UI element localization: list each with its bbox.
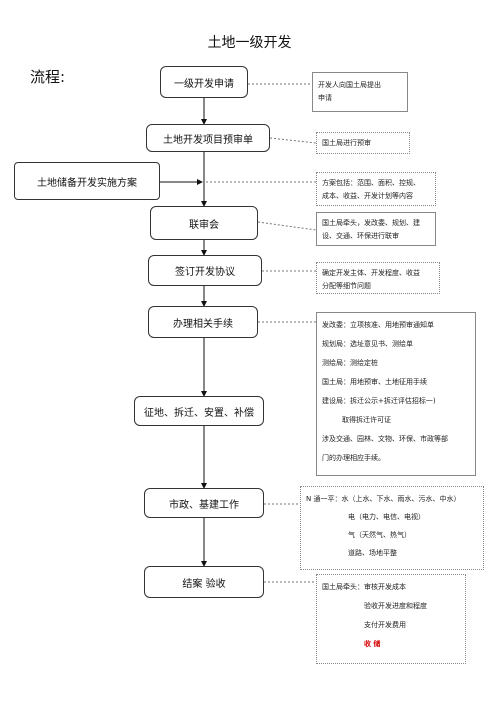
note-accept-line-4: 收 储 [364, 640, 381, 648]
step-pre-review: 土地开发项目预审单 [146, 124, 270, 152]
step-apply: 一级开发申请 [160, 66, 248, 98]
note-muni-line-3: 气（天然气、热气） [348, 531, 411, 539]
note-procedures: 发改委：立项核准、用地预审通知单 规划局：选址意见书、测绘单 测绘局：测绘定桩 … [316, 312, 476, 476]
step-acceptance: 结案 验收 [144, 566, 264, 598]
note-agreement: 确定开发主体、开发程度、收益 分配等细节问题 [316, 262, 440, 294]
note-proc-line-8: 门的办理相应手续。 [322, 454, 385, 462]
note-proc-line-1: 发改委：立项核准、用地预审通知单 [322, 321, 434, 329]
note-apply-line-2: 申请 [318, 94, 332, 102]
note-proc-line-5: 建设局：拆迁公示+拆迁评估招标一) [322, 397, 436, 405]
step-expropriation: 征地、拆迁、安置、补偿 [134, 396, 264, 426]
note-joint-line-1: 国土局牵头，发改委、规划、建 [322, 219, 420, 227]
note-plan-line-1: 方案包括：范围、面积、控规、 [322, 179, 420, 187]
note-plan-line-2: 成本、收益、开发计划等内容 [322, 192, 413, 200]
note-agreement-line-1: 确定开发主体、开发程度、收益 [322, 269, 420, 277]
note-proc-line-3: 测绘局：测绘定桩 [322, 359, 378, 367]
note-plan-content: 方案包括：范围、面积、控规、 成本、收益、开发计划等内容 [316, 172, 436, 206]
note-accept-line-2: 验收开发进度和程度 [364, 602, 427, 610]
note-pre-review-line-1: 国土局进行预审 [322, 139, 371, 147]
note-joint-line-2: 设、交通、环保进行联审 [322, 232, 399, 240]
note-municipal: N 通一平：水（上水、下水、雨水、污水、中水） 电（电力、电信、电视） 气（天然… [300, 486, 484, 570]
step-joint-review: 联审会 [150, 206, 258, 240]
note-muni-line-2: 电（电力、电信、电视） [348, 513, 425, 521]
note-agreement-line-2: 分配等细节问题 [322, 282, 371, 290]
dot-n2 [269, 137, 317, 144]
note-proc-line-4: 国土局：用地预审、土地征用手续 [322, 378, 427, 386]
note-apply-line-1: 开发人向国土局提出 [318, 81, 381, 89]
flow-label: 流程: [30, 68, 66, 86]
note-proc-line-6: 取得拆迁许可证 [342, 416, 391, 424]
note-pre-review: 国土局进行预审 [316, 132, 410, 154]
page-title: 土地一级开发 [207, 35, 292, 51]
side-plan-box: 土地储备开发实施方案 [14, 162, 160, 200]
note-proc-line-7: 涉及交通、园林、文物、环保、市政等部 [322, 435, 448, 443]
dot-n4 [257, 221, 317, 231]
note-accept-line-1: 国土局牵头：审核开发成本 [322, 583, 406, 591]
note-joint-review: 国土局牵头，发改委、规划、建 设、交通、环保进行联审 [316, 212, 436, 246]
note-accept-line-3: 支付开发费用 [364, 621, 406, 629]
note-apply: 开发人向国土局提出 申请 [312, 72, 408, 112]
step-sign-agreement: 签订开发协议 [148, 255, 262, 286]
note-acceptance: 国土局牵头：审核开发成本 验收开发进度和程度 支付开发费用 收 储 [316, 574, 466, 664]
step-municipal: 市政、基建工作 [144, 488, 264, 518]
step-procedures: 办理相关手续 [148, 306, 258, 338]
note-proc-line-2: 规划局：选址意见书、测绘单 [322, 340, 413, 348]
note-muni-line-4: 道路、场地平整 [348, 549, 397, 557]
note-muni-line-1: N 通一平：水（上水、下水、雨水、污水、中水） [306, 495, 461, 503]
